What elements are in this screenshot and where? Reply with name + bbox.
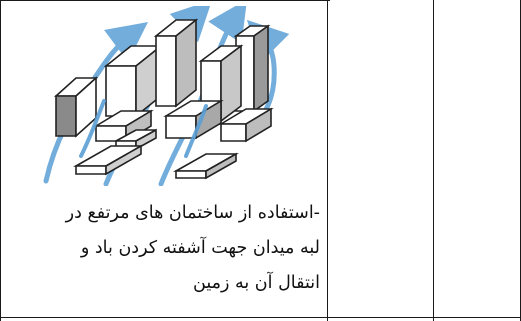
table-top-border xyxy=(0,0,330,1)
caption-line-2: لبه میدان جهت آشفته کردن باد و xyxy=(80,238,320,258)
caption-line-1: -استفاده از ساختمان های مرتفع در xyxy=(65,203,320,223)
column-separator-2 xyxy=(433,0,434,321)
table-left-border xyxy=(0,0,1,321)
buildings-wind-flow-illustration xyxy=(36,0,298,187)
caption-text: -استفاده از ساختمان های مرتفع در لبه مید… xyxy=(30,196,320,301)
column-separator-1 xyxy=(327,0,328,321)
caption-line-3: انتقال آن به زمین xyxy=(193,273,320,293)
row-separator xyxy=(0,317,521,318)
